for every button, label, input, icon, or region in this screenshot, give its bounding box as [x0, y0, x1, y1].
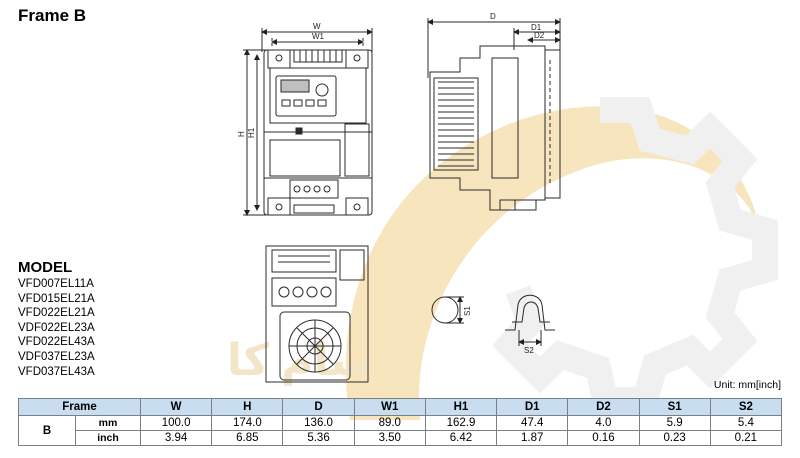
label-h1: H1: [247, 127, 256, 138]
table-cell: 0.23: [638, 430, 711, 446]
header-d1: D1: [496, 398, 569, 416]
header-h1: H1: [424, 398, 498, 416]
table-cell: 0.21: [709, 430, 783, 446]
front-view: [243, 28, 373, 216]
table-cell: 5.4: [709, 415, 783, 431]
frame-title: Frame B: [18, 6, 87, 25]
side-view: [427, 18, 561, 211]
s2-detail: [505, 294, 555, 346]
table-header-row: Frame W H D W1 H1 D1 D2 S1 S2: [18, 398, 783, 416]
table-row: B mm 100.0 174.0 136.0 89.0 162.9 47.4 4…: [18, 415, 783, 446]
label-w1: W1: [312, 32, 325, 41]
model-item: VFD037EL43A: [18, 365, 95, 378]
model-item: VDF037EL23A: [18, 350, 95, 363]
model-item: VFD007EL11A: [18, 278, 94, 290]
label-s2: S2: [524, 346, 534, 355]
table-cell: 174.0: [211, 415, 284, 431]
model-item: VFD022EL43A: [18, 336, 95, 349]
unit-cell: mm: [75, 415, 141, 431]
table-cell: 100.0: [139, 415, 213, 431]
model-list: VFD007EL11A VFD015EL21A VFD022EL21A VDF0…: [18, 277, 95, 379]
unit-note: Unit: mm[inch]: [713, 379, 781, 391]
header-w1: W1: [353, 398, 426, 416]
table-cell: 5.36: [282, 430, 355, 446]
frame-cell: B: [18, 415, 76, 446]
model-item: VFD015EL21A: [18, 292, 95, 305]
label-s1: S1: [463, 306, 472, 316]
header-s2: S2: [709, 398, 783, 416]
header-h: H: [211, 398, 284, 416]
label-d: D: [490, 12, 496, 21]
table-cell: 47.4: [496, 415, 569, 431]
label-d2: D2: [534, 31, 545, 40]
s1-detail: [431, 296, 464, 324]
label-w: W: [313, 22, 321, 31]
dimension-table: Frame W H D W1 H1 D1 D2 S1 S2 B mm 100.0…: [18, 398, 783, 446]
table-cell: 162.9: [424, 415, 498, 431]
header-s1: S1: [638, 398, 711, 416]
unit-cell: inch: [75, 430, 141, 446]
table-row: inch 3.94 6.85 5.36 3.50 6.42 1.87 0.16 …: [19, 430, 783, 446]
table-cell: 1.87: [496, 430, 569, 446]
model-heading: MODEL: [18, 259, 73, 276]
label-d1: D1: [531, 23, 542, 32]
table-cell: 4.0: [567, 415, 640, 431]
model-item: VDF022EL23A: [18, 321, 95, 334]
bottom-view: [265, 245, 369, 383]
table-cell: 0.16: [567, 430, 640, 446]
table-cell: 136.0: [282, 415, 355, 431]
table-cell: 3.94: [139, 430, 213, 446]
table-cell: 6.85: [211, 430, 284, 446]
table-cell: 6.42: [424, 430, 498, 446]
header-w: W: [139, 398, 213, 416]
label-h: H: [237, 131, 246, 137]
header-d: D: [282, 398, 355, 416]
header-frame: Frame: [18, 398, 141, 416]
model-item: VFD022EL21A: [18, 307, 95, 320]
header-d2: D2: [567, 398, 640, 416]
table-cell: 89.0: [353, 415, 426, 431]
table-cell: 5.9: [638, 415, 711, 431]
table-cell: 3.50: [353, 430, 426, 446]
